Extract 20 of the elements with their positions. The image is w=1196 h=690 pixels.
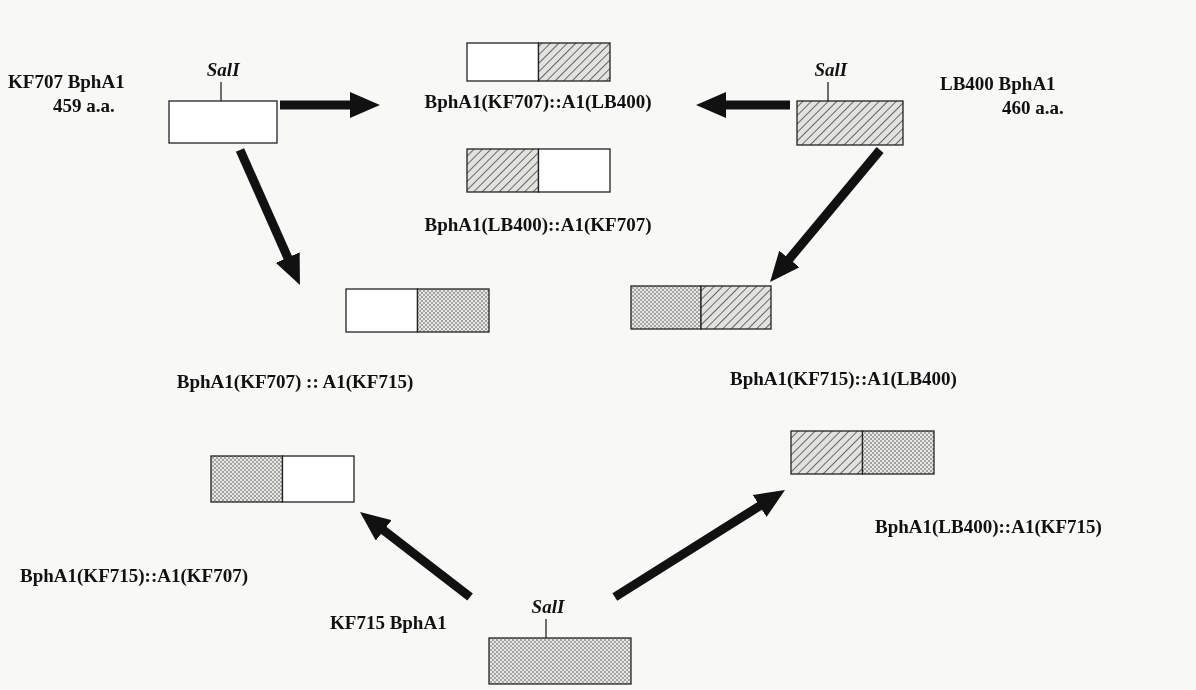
gene-label: BphA1(KF715)::A1(LB400) xyxy=(730,367,957,391)
gene-label: BphA1(LB400)::A1(KF715) xyxy=(875,515,1102,539)
restriction-site-label: SalI xyxy=(531,595,565,619)
arrow xyxy=(696,92,790,118)
arrow xyxy=(280,92,380,118)
length-label: 459 a.a. xyxy=(53,94,115,118)
arrow xyxy=(235,148,300,285)
gene-label: BphA1(LB400)::A1(KF707) xyxy=(423,213,653,237)
gene-label: BphA1(KF715)::A1(KF707) xyxy=(20,564,248,588)
arrow xyxy=(612,490,785,601)
gene-label: BphA1(KF707)::A1(LB400) xyxy=(423,90,653,114)
gene-label: KF715 BphA1 xyxy=(330,611,447,635)
gene-label: LB400 BphA1 xyxy=(940,72,1056,96)
length-label: 460 a.a. xyxy=(1002,96,1064,120)
restriction-site-label: SalI xyxy=(206,58,240,82)
gene-label: BphA1(KF707) :: A1(KF715) xyxy=(175,370,415,394)
gene-label: KF707 BphA1 xyxy=(8,70,125,94)
arrow xyxy=(360,512,473,601)
arrow xyxy=(770,147,884,282)
restriction-site-label: SalI xyxy=(814,58,848,82)
